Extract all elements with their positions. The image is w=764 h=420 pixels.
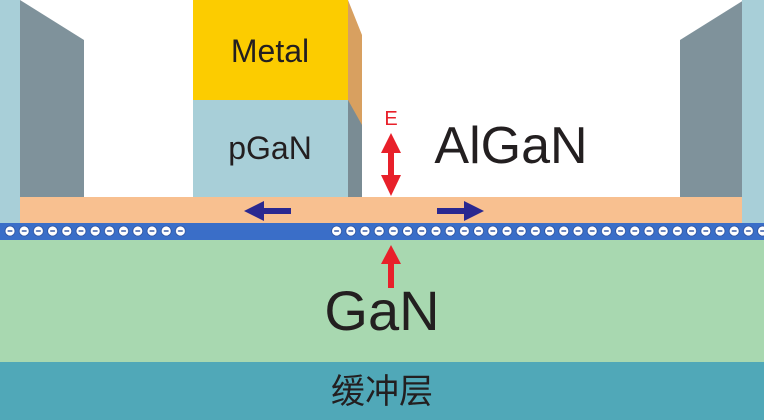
- metal-label: Metal: [231, 33, 309, 69]
- pgan-label: pGaN: [228, 130, 312, 166]
- gan-layer: [0, 240, 764, 362]
- gan-label: GaN: [324, 279, 439, 342]
- arrow-icon: [381, 245, 401, 288]
- arrow-icon: [437, 201, 484, 221]
- pgan-side: [348, 100, 362, 197]
- electron-row-right: [330, 223, 764, 239]
- electron-row-left: [3, 223, 188, 239]
- algan-label: AlGaN: [434, 117, 587, 175]
- pgan-block: [193, 100, 348, 197]
- algan-layer: [20, 197, 742, 223]
- left-contact-wall: [20, 0, 84, 197]
- right-contact-wall: [680, 0, 744, 197]
- arrow-icon: [244, 201, 291, 221]
- buffer-layer: [0, 362, 764, 420]
- right-contact-edge: [742, 0, 764, 223]
- field-label: E: [384, 108, 397, 130]
- metal-block: [193, 0, 348, 100]
- left-contact-edge: [0, 0, 20, 223]
- buffer-label: 缓冲层: [331, 373, 433, 411]
- double-headed-arrow-icon: [381, 133, 401, 196]
